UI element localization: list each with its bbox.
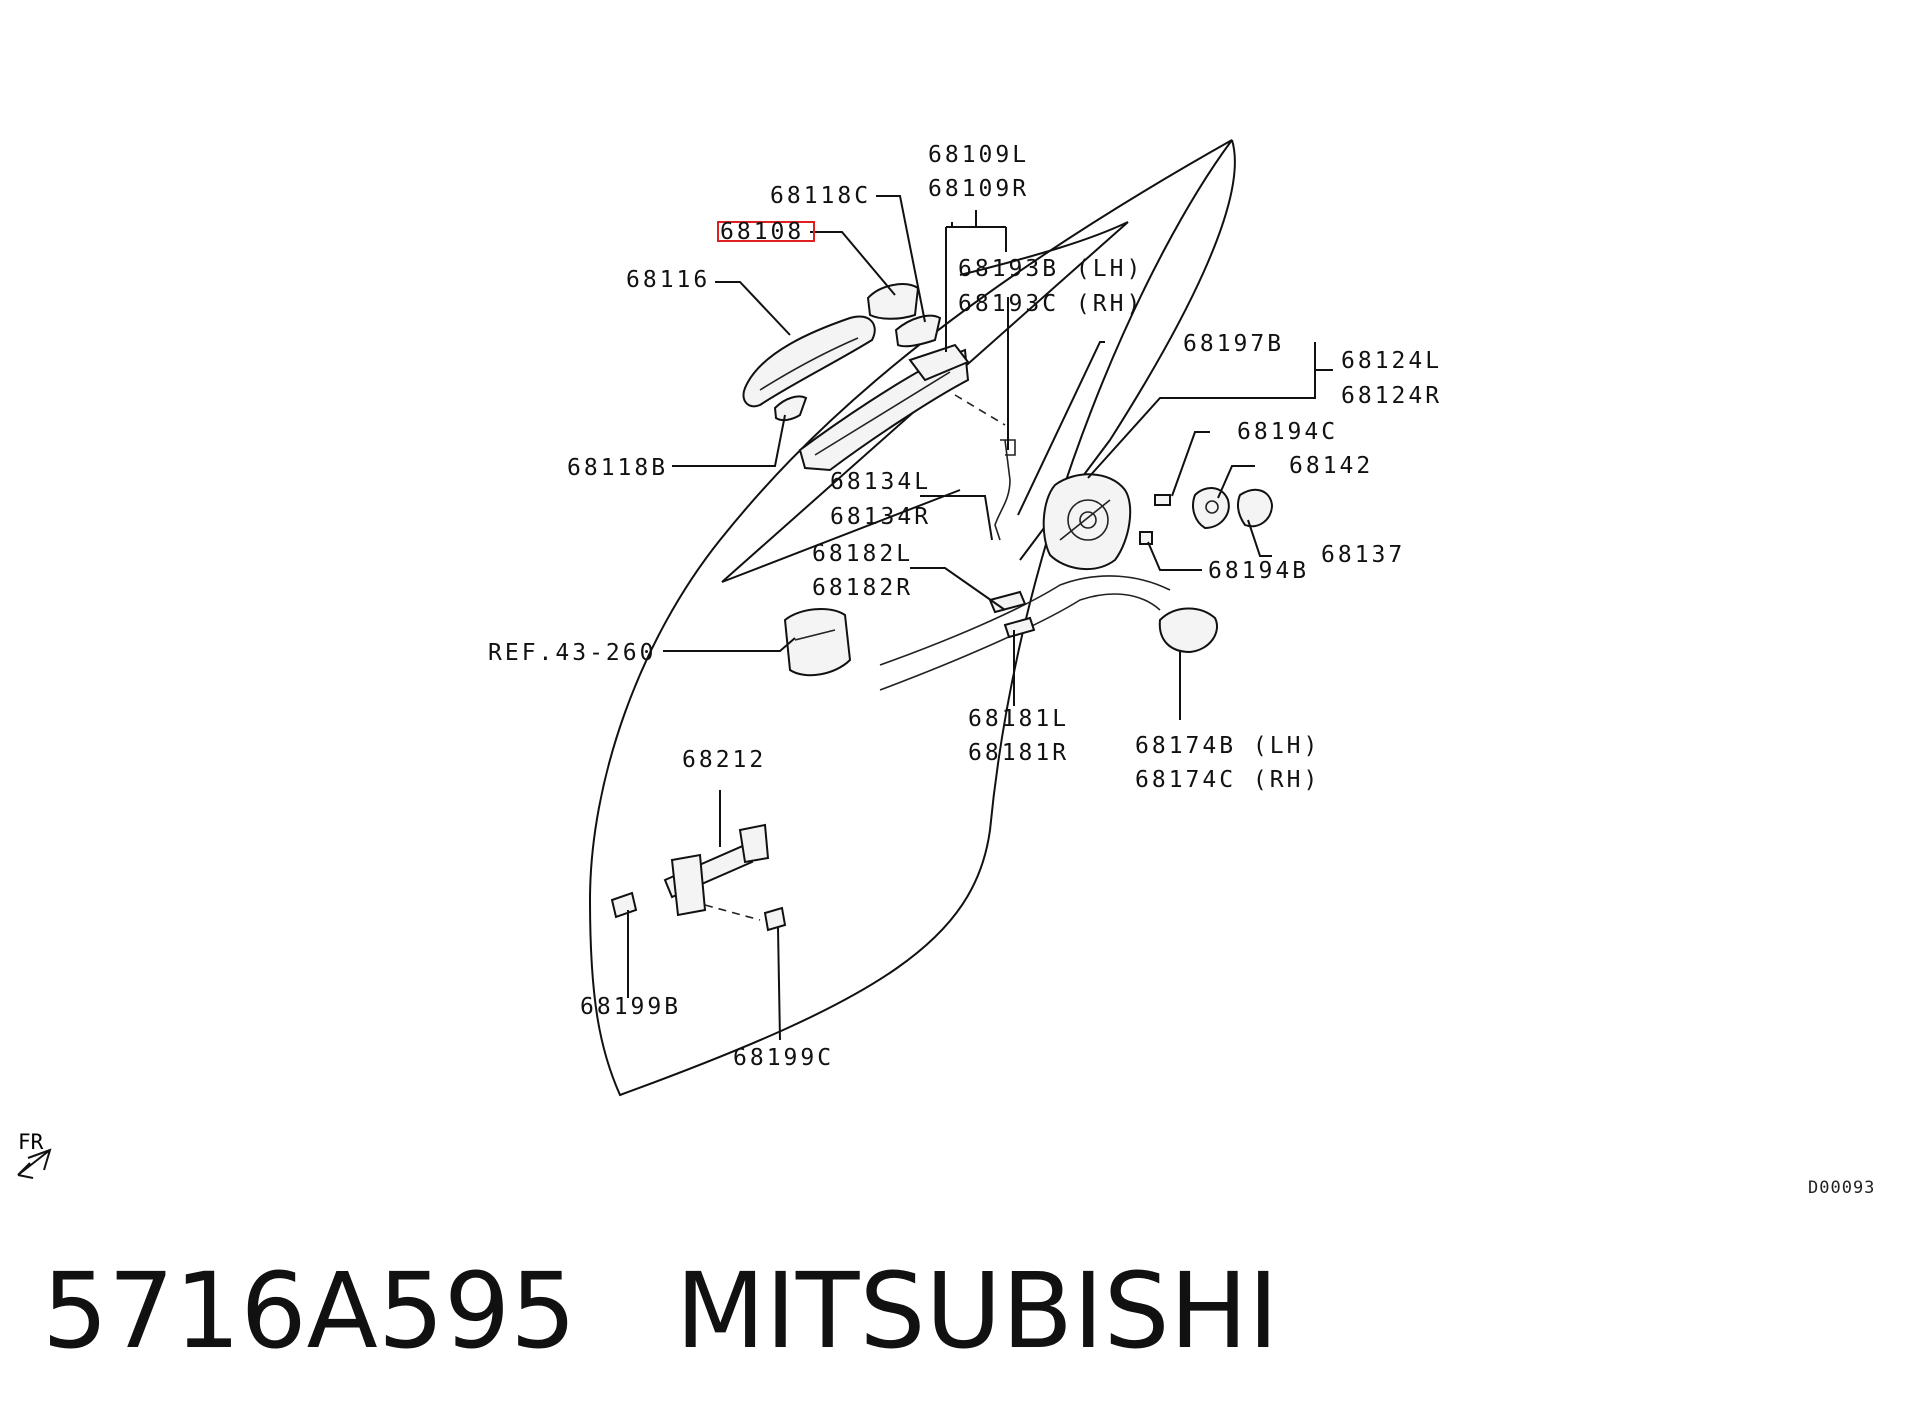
label-68194C: 68194C bbox=[1237, 419, 1338, 445]
label-68182L: 68182L bbox=[812, 541, 913, 567]
label-ref-43-260: REF.43-260 bbox=[488, 640, 656, 666]
gasket-rear bbox=[773, 395, 808, 422]
label-68181R: 68181R bbox=[968, 740, 1069, 766]
label-68194B: 68194B bbox=[1208, 558, 1309, 584]
direction-label: FR bbox=[18, 1130, 44, 1154]
label-68118B: 68118B bbox=[567, 455, 668, 481]
window-opening bbox=[721, 221, 1129, 583]
label-68109L: 68109L bbox=[928, 142, 1029, 168]
label-68118C: 68118C bbox=[770, 183, 871, 209]
label-68134R: 68134R bbox=[830, 504, 931, 530]
door-check-link bbox=[663, 823, 770, 917]
outside-handle bbox=[742, 315, 876, 408]
door-lock-actuator bbox=[1158, 607, 1218, 654]
striker bbox=[1192, 487, 1230, 530]
striker-shim bbox=[1236, 488, 1274, 528]
label-68137: 68137 bbox=[1321, 542, 1405, 568]
label-68108: 68108 bbox=[720, 219, 804, 245]
handle-cap bbox=[866, 283, 920, 320]
label-68199B: 68199B bbox=[580, 994, 681, 1020]
leader-lines bbox=[627, 195, 1333, 1041]
label-68116: 68116 bbox=[626, 267, 710, 293]
front-direction-arrow-icon bbox=[17, 1148, 52, 1179]
door-outline bbox=[588, 139, 1236, 1097]
label-68212: 68212 bbox=[682, 747, 766, 773]
label-68174C: 68174C (RH) bbox=[1135, 767, 1320, 793]
label-68193B: 68193B (LH) bbox=[958, 256, 1143, 282]
lock-rods bbox=[954, 394, 1016, 541]
label-68124R: 68124R bbox=[1341, 383, 1442, 409]
handle-cables bbox=[879, 575, 1171, 691]
label-68134L: 68134L bbox=[830, 469, 931, 495]
label-68199C: 68199C bbox=[733, 1045, 834, 1071]
label-68142: 68142 bbox=[1289, 453, 1373, 479]
part-number: 5716A595 bbox=[42, 1250, 577, 1372]
diagram-code: D00093 bbox=[1808, 1178, 1876, 1198]
handle-frame bbox=[798, 343, 970, 472]
label-68197B: 68197B bbox=[1183, 331, 1284, 357]
inside-handle bbox=[783, 608, 852, 677]
label-68109R: 68109R bbox=[928, 176, 1029, 202]
label-68181L: 68181L bbox=[968, 706, 1069, 732]
gasket-front bbox=[894, 314, 942, 348]
door-check-bolts bbox=[610, 891, 787, 932]
label-68182R: 68182R bbox=[812, 575, 913, 601]
label-68174B: 68174B (LH) bbox=[1135, 733, 1320, 759]
label-68193C: 68193C (RH) bbox=[958, 291, 1143, 317]
footer-caption: 5716A595 MITSUBISHI bbox=[42, 1250, 1279, 1372]
latch-screws bbox=[1139, 494, 1171, 545]
brand-name: MITSUBISHI bbox=[675, 1250, 1279, 1372]
highlight-box bbox=[717, 221, 815, 242]
door-latch-assembly bbox=[1042, 473, 1132, 571]
label-68124L: 68124L bbox=[1341, 348, 1442, 374]
